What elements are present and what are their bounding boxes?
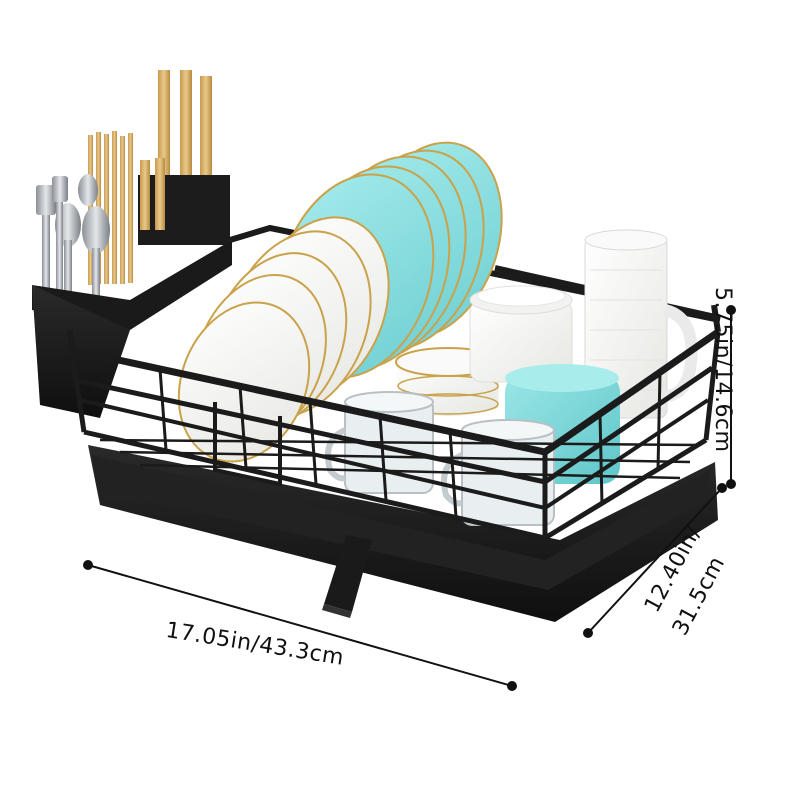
white-jar xyxy=(469,285,573,383)
rack-front-frame xyxy=(67,304,721,541)
height-dimension-label: 5.75in/14.6cm xyxy=(710,287,735,453)
drain-spout xyxy=(322,535,372,618)
dimension-lines xyxy=(83,305,736,691)
drip-tray xyxy=(88,445,718,622)
white-plates xyxy=(177,216,390,463)
